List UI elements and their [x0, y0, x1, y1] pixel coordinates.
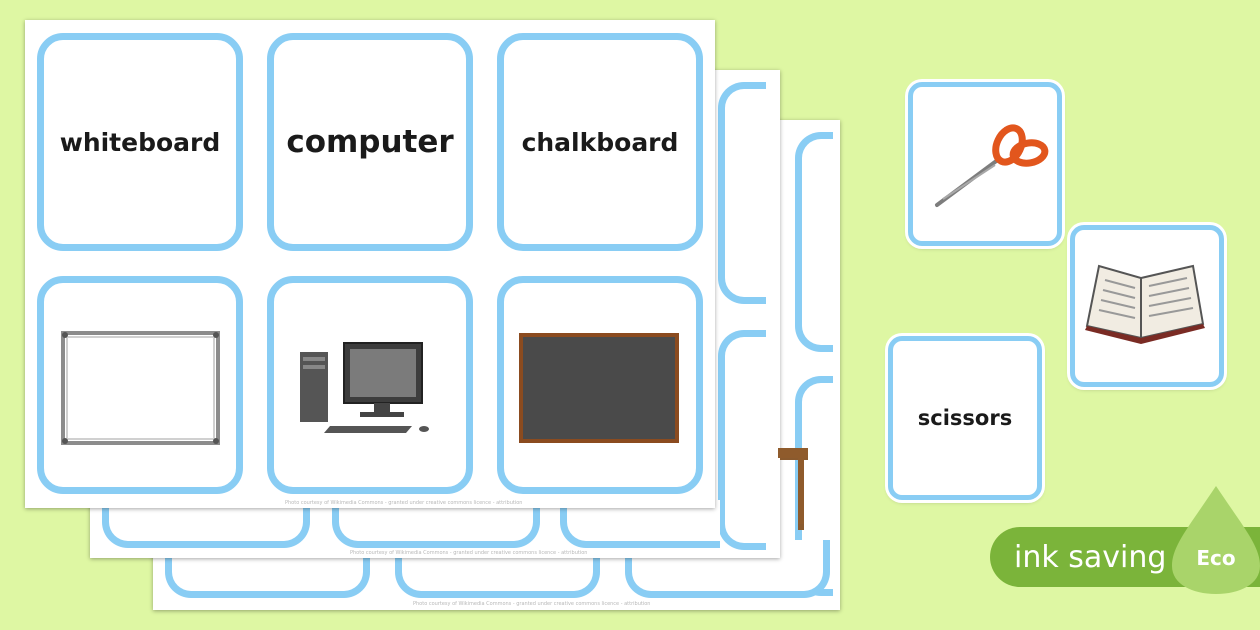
card-chalkboard-word[interactable]: chalkboard: [497, 33, 703, 251]
card-label: whiteboard: [59, 127, 221, 157]
card-back1-2: [718, 330, 766, 550]
card-whiteboard-picture[interactable]: [37, 276, 243, 494]
computer-icon: [300, 342, 429, 433]
chalkboard-icon: [519, 333, 679, 443]
card-back1-5: [560, 500, 720, 548]
scissors-icon: [935, 124, 1049, 207]
card-back1-4: [332, 500, 540, 548]
eco-label: Eco: [1196, 546, 1236, 570]
loose-card-scissors-word[interactable]: scissors: [888, 336, 1042, 500]
loose-card-book-picture[interactable]: [1070, 225, 1224, 387]
book-icon: [1085, 264, 1205, 344]
card-label: scissors: [917, 406, 1013, 430]
sheet-footer: Photo courtesy of Wikimedia Commons - gr…: [350, 550, 588, 556]
sheet-footer: Photo courtesy of Wikimedia Commons - gr…: [413, 601, 651, 607]
card-back1-3: [102, 500, 310, 548]
card-back1-1: [718, 82, 766, 304]
card-back2-1: [795, 132, 833, 352]
card-label: computer: [286, 124, 454, 160]
sheet-footer: Photo courtesy of Wikimedia Commons - gr…: [285, 500, 523, 506]
badge-label: ink saving: [1014, 539, 1167, 575]
worksheet-front: whiteboard computer chalkboard: [25, 20, 715, 508]
card-computer-word[interactable]: computer: [267, 33, 473, 251]
eco-leaf-icon: [1172, 486, 1260, 594]
card-chalkboard-picture[interactable]: [497, 276, 703, 494]
loose-card-scissors-picture[interactable]: [908, 82, 1062, 246]
table-icon: [778, 448, 808, 524]
card-whiteboard-word[interactable]: whiteboard: [37, 33, 243, 251]
whiteboard-icon: [61, 331, 220, 445]
card-computer-picture[interactable]: [267, 276, 473, 494]
card-label: chalkboard: [521, 127, 679, 157]
